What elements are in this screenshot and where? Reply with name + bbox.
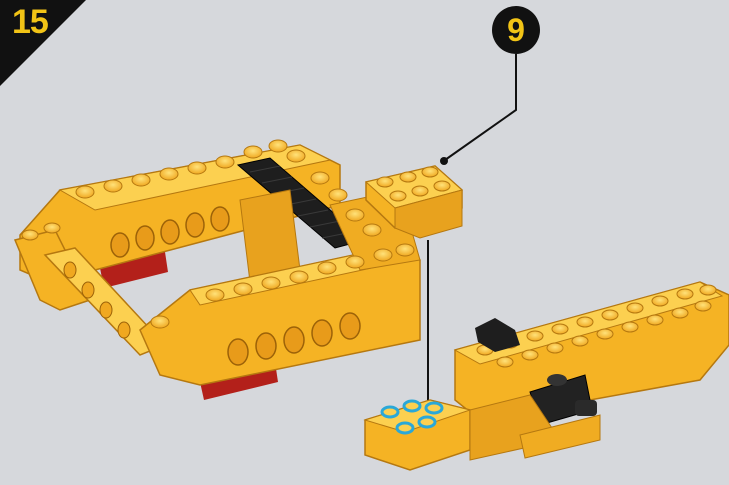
callout-leader-line bbox=[445, 54, 516, 160]
callout-leader-dot bbox=[440, 157, 448, 165]
main-frame-assembly bbox=[15, 140, 420, 400]
